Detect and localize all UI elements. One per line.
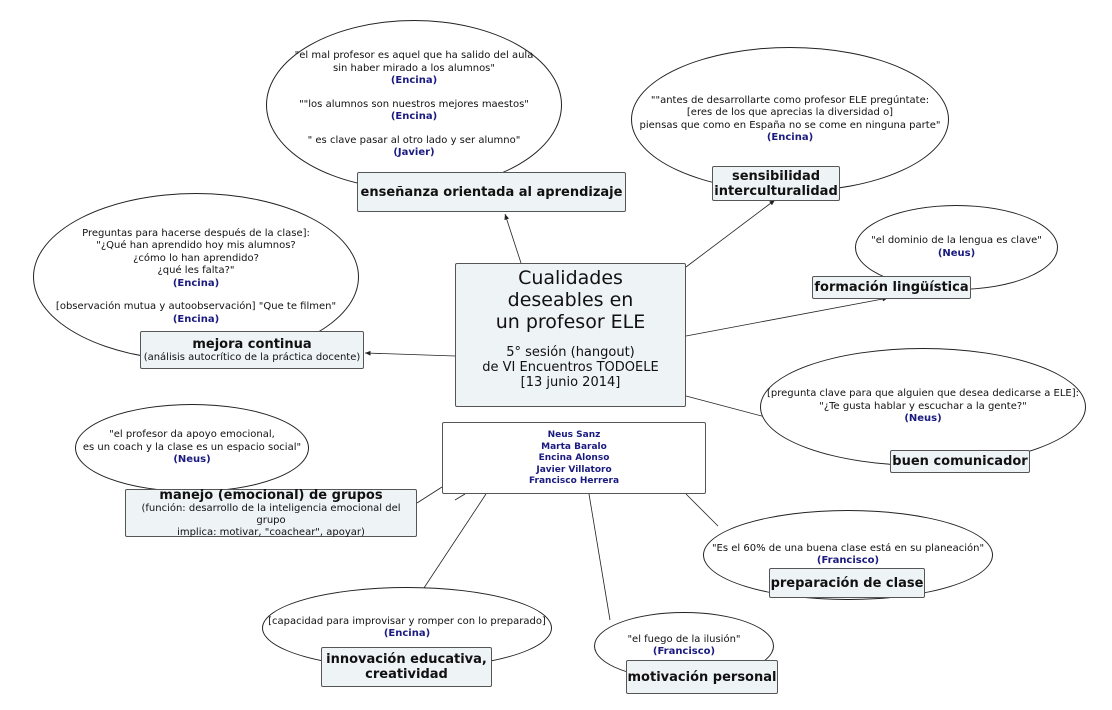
team-box[interactable]: Neus Sanz Marta Baralo Encina Alonso Jav… (442, 422, 706, 494)
topic-manejo[interactable]: manejo (emocional) de grupos (función: d… (125, 487, 417, 538)
link-formacion (685, 296, 889, 337)
quote-text: [eres de los que aprecias la diversidad … (686, 107, 894, 118)
link-motivacion (588, 493, 611, 621)
topic-subtitle: implica: motivar, "coachear", apoyar) (177, 526, 365, 538)
topic-preparacion[interactable]: preparación de clase (769, 568, 925, 598)
topic-title: enseñanza orientada al aprendizaje (360, 184, 623, 200)
team-member: Javier Villatoro (536, 464, 612, 475)
quote-text: "¿Te gusta hablar y escuchar a la gente?… (819, 400, 1027, 412)
quote-text: ""antes de desarrollarte como profesor E… (650, 94, 930, 106)
central-title-line: Cualidades (518, 267, 623, 289)
link-innovacion (415, 493, 487, 601)
quote-author: (Encina) (390, 75, 438, 87)
topic-title: buen comunicador (892, 454, 1028, 469)
central-topic[interactable]: Cualidades deseables en un profesor ELE … (455, 263, 686, 407)
quote-author: (Neus) (173, 454, 211, 466)
team-member: Francisco Herrera (528, 476, 620, 486)
quote-author: (Javier) (393, 147, 435, 159)
link-preparacion (685, 493, 719, 527)
team-member: Marta Baralo (541, 441, 607, 452)
quote-text: sin haber mirado a los alumnos" (332, 62, 495, 74)
quote-author: (Francisco) (816, 555, 880, 566)
central-title-line: un profesor ELE (495, 311, 646, 333)
quote-author: (Encina) (766, 132, 814, 143)
quote-text: ¿qué les falta?" (157, 265, 235, 277)
quote-text: [observación mutua y autoobservación] "Q… (55, 301, 337, 313)
quote-bubble-comunicador: [pregunta clave para que alguien que des… (760, 348, 1086, 466)
topic-formacion[interactable]: formación lingüística (812, 276, 971, 299)
topic-motivacion[interactable]: motivación personal (626, 660, 778, 694)
topic-title: motivación personal (627, 669, 777, 685)
topic-title: mejora continua (192, 336, 312, 352)
link-sensibilidad (685, 199, 776, 268)
topic-title: sensibilidad (731, 168, 821, 184)
topic-title: innovación educativa, (326, 652, 487, 667)
quote-bubble-formacion: "el dominio de la lengua es clave" (Neus… (855, 205, 1058, 290)
quote-text: "el fuego de la ilusión" (627, 633, 741, 645)
quote-text: ¿cómo lo han aprendido? (133, 252, 259, 264)
quote-text: "el dominio de la lengua es clave" (871, 235, 1042, 246)
topic-mejora[interactable]: mejora continua (análisis autocrítico de… (140, 331, 364, 369)
topic-title: manejo (emocional) de grupos (159, 487, 383, 503)
quote-text: "el mal profesor es aquel que ha salido … (294, 50, 534, 62)
link-team-left (454, 493, 466, 501)
topic-title: preparación de clase (770, 575, 924, 591)
topic-title: formación lingüística (814, 280, 969, 295)
link-ensenanza (504, 213, 522, 264)
topic-sensibilidad[interactable]: sensibilidad interculturalidad (712, 166, 840, 201)
quote-bubble-ensenanza: "el mal profesor es aquel que ha salido … (266, 20, 562, 190)
quote-bubble-manejo: "el profesor da apoyo emocional, es un c… (75, 404, 309, 492)
quote-author: (Encina) (172, 313, 220, 325)
quote-text: "¿Qué han aprendido hoy mis alumnos? (96, 240, 296, 252)
session-line: [13 junio 2014] (520, 375, 621, 390)
link-mejora (364, 350, 456, 357)
quote-author: (Francisco) (652, 646, 716, 657)
quote-author: (Neus) (904, 413, 942, 425)
quote-text: [pregunta clave para que alguien que des… (766, 388, 1080, 400)
quote-text: Preguntas para hacerse después de la cla… (82, 227, 310, 239)
quote-author: (Neus) (937, 247, 976, 259)
quote-author: (Encina) (383, 628, 431, 639)
topic-subtitle: (análisis autocrítico de la práctica doc… (143, 351, 361, 363)
quote-text: [capacidad para improvisar y romper con … (268, 615, 546, 627)
topic-title: interculturalidad (714, 183, 838, 199)
topic-innovacion[interactable]: innovación educativa, creatividad (321, 647, 492, 687)
topic-subtitle: (función: desarrollo de la inteligencia … (141, 502, 401, 526)
session-line: de VI Encuentros TODOELE (482, 360, 659, 375)
quote-text: "Es el 60% de una buena clase está en su… (711, 542, 985, 554)
link-manejo (416, 486, 443, 504)
quote-text: ""los alumnos son nuestros mejores maest… (299, 98, 529, 110)
quote-author: (Encina) (390, 111, 438, 123)
quote-bubble-innovacion: [capacidad para improvisar y romper con … (262, 587, 552, 669)
quote-text: piensas que como en España no se come en… (639, 119, 941, 131)
quote-text: es un coach y la clase es un espacio soc… (82, 441, 302, 453)
team-member: Neus Sanz (547, 430, 601, 440)
team-member: Encina Alonso (538, 453, 610, 463)
topic-comunicador[interactable]: buen comunicador (890, 450, 1030, 473)
topic-ensenanza[interactable]: enseñanza orientada al aprendizaje (357, 172, 626, 212)
central-title-line: deseables en (507, 289, 634, 311)
session-line: 5° sesión (hangout) (506, 345, 635, 360)
quote-text: " es clave pasar al otro lado y ser alum… (307, 134, 521, 146)
quote-author: (Encina) (172, 277, 220, 289)
quote-text: "el profesor da apoyo emocional, (109, 429, 275, 441)
topic-title: creatividad (365, 667, 448, 682)
